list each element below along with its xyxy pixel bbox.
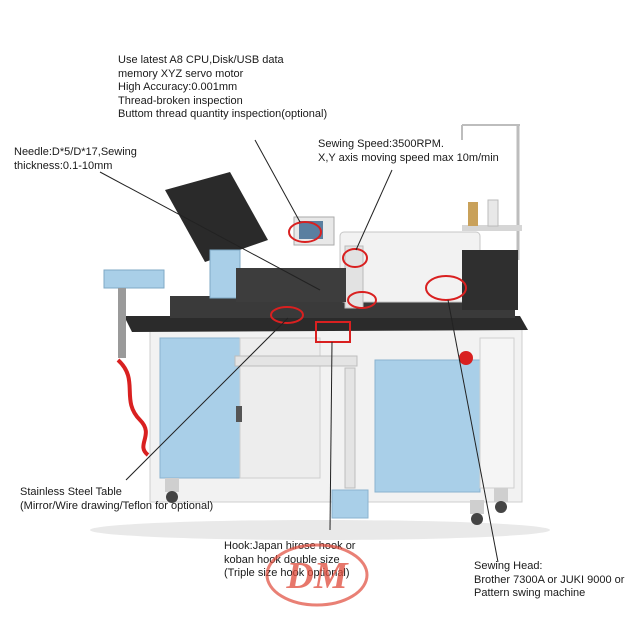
- foot-pedal: [331, 489, 369, 519]
- cabinet-lock: [236, 406, 242, 422]
- annotation-hook: Hook:Japan hirose hook or koban hook dou…: [224, 540, 355, 581]
- motor-housing: [462, 250, 518, 310]
- annotation-line: Sewing Head:: [474, 560, 543, 572]
- annotation-line: Brother 7300A or JUKI 9000 or: [474, 573, 625, 586]
- floor-shadow: [90, 520, 550, 540]
- thread-spool: [468, 202, 478, 226]
- left-cabinet-door: [159, 337, 241, 479]
- callout-box-hook: [315, 321, 351, 343]
- callout-circle-speed: [342, 248, 368, 268]
- steel-table-top: [124, 316, 528, 332]
- annotation-line: Use latest A8 CPU,Disk/USB data: [118, 54, 284, 66]
- annotation-line: High Accuracy:0.001mm: [118, 81, 238, 93]
- annotation-line: koban hook double size: [224, 553, 340, 566]
- annotation-line: memory XYZ servo motor: [118, 67, 244, 80]
- annotation-line: X,Y axis moving speed max 10m/min: [318, 151, 499, 164]
- annotation-line: (Mirror/Wire drawing/Teflon for optional…: [20, 499, 214, 512]
- air-hose: [116, 358, 150, 457]
- wheel: [495, 501, 507, 513]
- annotation-line: Needle:D*5/D*17,Sewing: [14, 146, 137, 158]
- annotation-line: Stainless Steel Table: [20, 486, 122, 498]
- annotation-table: Stainless Steel Table (Mirror/Wire drawi…: [20, 486, 213, 513]
- callout-circle-controller: [288, 221, 322, 243]
- thread-stand: [461, 124, 522, 260]
- leader-lines: [99, 139, 499, 563]
- annotation-line: (Triple size hook optional): [224, 567, 350, 579]
- callout-circle-table: [270, 306, 304, 324]
- annotation-line: thickness:0.1-10mm: [14, 159, 113, 172]
- wheel: [471, 513, 483, 525]
- pattern-clamp: [165, 172, 268, 262]
- annotation-needle: Needle:D*5/D*17,Sewing thickness:0.1-10m…: [14, 146, 137, 173]
- wheel: [166, 491, 178, 503]
- annotation-controller: Use latest A8 CPU,Disk/USB data memory X…: [118, 54, 327, 122]
- callout-circle-head: [425, 275, 467, 301]
- side-bracket: [103, 269, 165, 289]
- annotation-line: Pattern swing machine: [474, 587, 586, 599]
- annotation-line: Buttom thread quantity inspection(option…: [118, 108, 328, 120]
- annotation-line: Hook:Japan hirose hook or: [224, 540, 356, 552]
- annotation-line: Thread-broken inspection: [118, 94, 243, 107]
- annotation-sewing-speed: Sewing Speed:3500RPM. X,Y axis moving sp…: [318, 138, 499, 165]
- annotation-sewing-head: Sewing Head: Brother 7300A or JUKI 9000 …: [474, 560, 624, 601]
- right-cabinet-door: [374, 359, 481, 493]
- brand-watermark: DM: [265, 543, 369, 607]
- emergency-stop-button: [459, 351, 473, 365]
- annotation-line: Sewing Speed:3500RPM.: [318, 138, 444, 150]
- callout-circle-needle: [347, 291, 377, 309]
- watermark-text: DM: [285, 555, 348, 597]
